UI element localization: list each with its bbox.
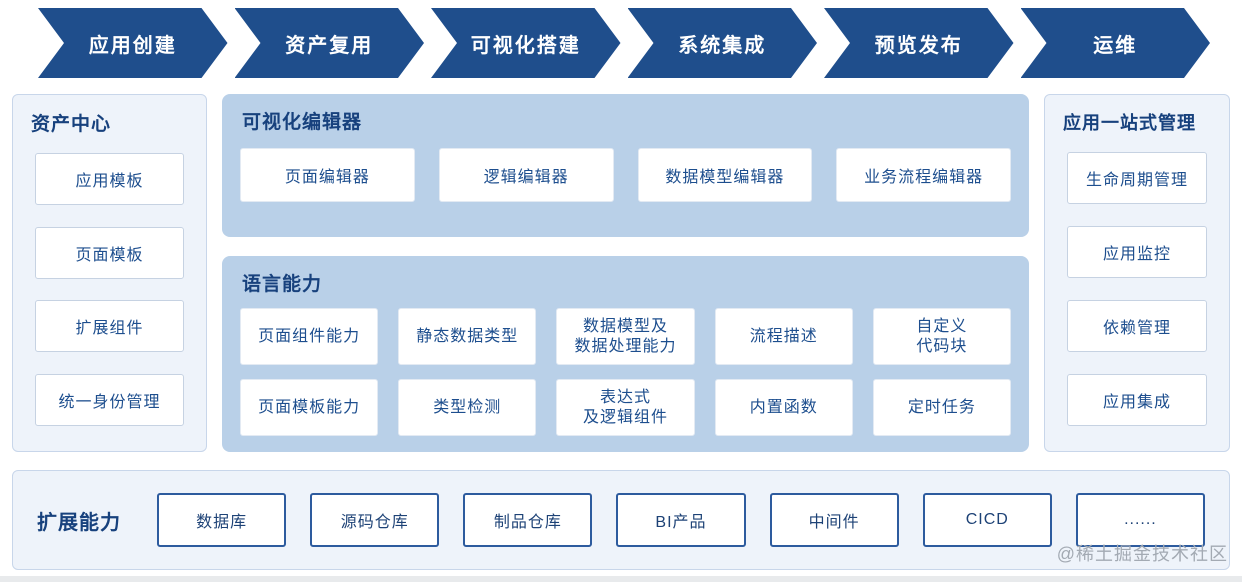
extension-item-artifact-repo: 制品仓库 xyxy=(463,493,593,547)
extension-item-bi-product: BI产品 xyxy=(616,493,746,547)
editor-item-page: 页面编辑器 xyxy=(240,148,415,202)
lang-item-scheduled-task: 定时任务 xyxy=(872,379,1011,436)
lang-item-static-data-type: 静态数据类型 xyxy=(398,308,537,365)
lang-item-type-check: 类型检测 xyxy=(398,379,537,436)
language-capability-items: 页面组件能力 静态数据类型 数据模型及 数据处理能力 流程描述 自定义 代码块 … xyxy=(240,308,1011,436)
middle-column: 可视化编辑器 页面编辑器 逻辑编辑器 数据模型编辑器 业务流程编辑器 语言能力 … xyxy=(222,94,1029,452)
process-flow: 应用创建 资产复用 可视化搭建 系统集成 预览发布 运维 xyxy=(38,8,1210,78)
watermark: @稀土掘金技术社区 xyxy=(1056,544,1228,564)
flow-step-visual-build: 可视化搭建 xyxy=(431,8,621,78)
editor-item-business-process: 业务流程编辑器 xyxy=(836,148,1011,202)
extension-item-middleware: 中间件 xyxy=(769,493,899,547)
visual-editor-section: 可视化编辑器 页面编辑器 逻辑编辑器 数据模型编辑器 业务流程编辑器 xyxy=(222,94,1029,237)
flow-step-asset-reuse: 资产复用 xyxy=(235,8,425,78)
lang-item-data-model-processing: 数据模型及 数据处理能力 xyxy=(556,308,695,365)
mgmt-item-lifecycle: 生命周期管理 xyxy=(1067,152,1207,204)
extension-capability-title: 扩展能力 xyxy=(37,511,121,534)
extension-item-database: 数据库 xyxy=(157,493,287,547)
visual-editor-items: 页面编辑器 逻辑编辑器 数据模型编辑器 业务流程编辑器 xyxy=(240,148,1011,202)
app-management-items: 生命周期管理 应用监控 依赖管理 应用集成 xyxy=(1061,141,1213,437)
lang-item-page-component: 页面组件能力 xyxy=(240,308,379,365)
lang-item-builtin-functions: 内置函数 xyxy=(714,379,853,436)
lang-item-process-description: 流程描述 xyxy=(714,308,853,365)
editor-item-logic: 逻辑编辑器 xyxy=(438,148,614,202)
language-capability-section: 语言能力 页面组件能力 静态数据类型 数据模型及 数据处理能力 流程描述 自定义… xyxy=(222,256,1029,452)
mgmt-item-integration: 应用集成 xyxy=(1067,374,1207,426)
footer-strip xyxy=(0,576,1242,582)
extension-item-source-repo: 源码仓库 xyxy=(310,493,440,547)
extension-capability-panel: 扩展能力 数据库 源码仓库 制品仓库 BI产品 中间件 CICD ...... xyxy=(12,470,1230,570)
lang-item-custom-code-block: 自定义 代码块 xyxy=(872,308,1011,365)
asset-item-app-template: 应用模板 xyxy=(35,152,184,205)
lang-item-expression-logic-component: 表达式 及逻辑组件 xyxy=(556,379,695,436)
flow-step-operations: 运维 xyxy=(1021,8,1211,78)
asset-item-page-template: 页面模板 xyxy=(35,226,184,279)
language-capability-title: 语言能力 xyxy=(242,274,323,295)
app-management-title: 应用一站式管理 xyxy=(1063,113,1196,133)
app-management-panel: 应用一站式管理 生命周期管理 应用监控 依赖管理 应用集成 xyxy=(1044,94,1230,452)
mgmt-item-dependency: 依赖管理 xyxy=(1067,300,1207,352)
main-content: 资产中心 应用模板 页面模板 扩展组件 统一身份管理 可视化编辑器 页面编辑器 … xyxy=(12,94,1230,452)
extension-item-more: ...... xyxy=(1075,493,1205,547)
flow-step-preview-publish: 预览发布 xyxy=(824,8,1014,78)
editor-item-data-model: 数据模型编辑器 xyxy=(637,148,813,202)
asset-center-title: 资产中心 xyxy=(31,114,112,135)
visual-editor-title: 可视化编辑器 xyxy=(242,112,363,133)
lang-item-page-template-capability: 页面模板能力 xyxy=(240,379,379,436)
mgmt-item-monitoring: 应用监控 xyxy=(1067,226,1207,278)
flow-step-app-create: 应用创建 xyxy=(38,8,228,78)
asset-center-panel: 资产中心 应用模板 页面模板 扩展组件 统一身份管理 xyxy=(12,94,207,452)
asset-item-identity-management: 统一身份管理 xyxy=(35,374,184,427)
extension-item-cicd: CICD xyxy=(922,493,1052,547)
asset-center-items: 应用模板 页面模板 扩展组件 统一身份管理 xyxy=(29,142,190,437)
asset-item-extension-component: 扩展组件 xyxy=(35,300,184,353)
flow-step-system-integration: 系统集成 xyxy=(628,8,818,78)
